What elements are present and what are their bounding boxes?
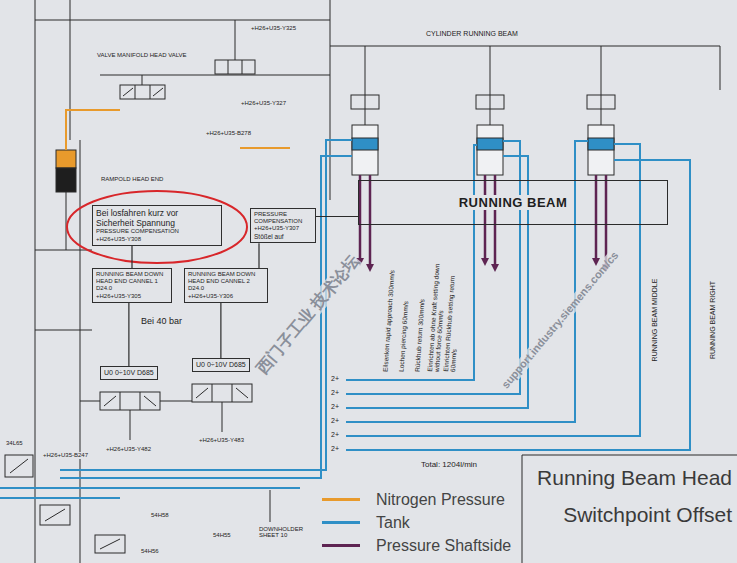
legend-text: Pressure Shaftside	[376, 537, 511, 555]
red-markup-circle	[67, 191, 247, 263]
tank-line	[0, 140, 690, 498]
beam-band: RUNNING BEAM	[358, 180, 668, 225]
device-tag: +H26+U35-B247	[42, 452, 89, 459]
sheet-reference: DOWNHOLDER SHEET 10	[258, 526, 308, 539]
speed-note: Eilsenken rapid approach 300mm/s	[382, 251, 397, 373]
device-tag: +H26+U35-Y482	[105, 446, 152, 453]
cylinder-head	[477, 138, 503, 150]
line-number: 2+	[330, 403, 340, 411]
speed-note: Lochen piercing 60mm/s	[398, 251, 413, 373]
device-tag: +H26+U35-Y325	[250, 25, 297, 32]
note: Bei 40 bar	[140, 316, 183, 326]
cylinder	[352, 125, 378, 175]
connector	[128, 303, 129, 366]
node-detail: +H26+U35-Y307	[254, 225, 312, 232]
legend-swatch	[322, 544, 360, 547]
flow-arrow	[481, 258, 489, 266]
node-label: RUNNING BEAM DOWN HEAD END CANNEL 1 D24.…	[96, 271, 168, 293]
signal-box: U0 0÷10V D685	[192, 358, 250, 372]
flow-arrow	[491, 264, 499, 272]
signal-box: U0 0÷10V D685	[100, 366, 158, 380]
valve-symbol	[215, 60, 255, 74]
legend-row: Pressure Shaftside	[322, 534, 511, 557]
connector	[258, 243, 259, 268]
group-title: CYLINDER RUNNING BEAM	[425, 30, 519, 38]
legend-row: Tank	[322, 511, 511, 534]
accumulator-gas	[56, 150, 76, 168]
line-caption: RUNNING BEAM RIGHT	[709, 280, 717, 360]
line-number: 2+	[330, 375, 340, 383]
watermark: 西门子工业 技术论坛	[253, 251, 364, 378]
cylinder	[588, 125, 614, 175]
device-tag: +H26+U35-Y327	[240, 100, 287, 107]
accumulator-oil	[56, 168, 76, 192]
title-frame	[522, 455, 737, 563]
group-title: RAMPOLD HEAD END	[100, 176, 164, 183]
node-label: Bei losfahren kurz vor Sicherheit Spannu…	[96, 208, 218, 228]
valve-arrows	[10, 60, 601, 549]
nitrogen-line	[66, 110, 290, 150]
group-title: VALVE MANIFOLD HEAD VALVE	[96, 52, 188, 59]
line-number: 2+	[330, 445, 340, 453]
valve-box: RUNNING BEAM DOWN HEAD END CANNEL 2 D24.…	[184, 268, 268, 303]
node-label: U0 0÷10V D685	[196, 361, 246, 369]
flow-arrow	[366, 264, 374, 272]
node-label: RUNNING BEAM	[456, 195, 571, 211]
device-tag: 34L65	[5, 440, 24, 447]
node-detail: +H26+U35-Y308	[96, 236, 218, 243]
line-number: 2+	[330, 431, 340, 439]
legend-text: Tank	[376, 514, 410, 532]
watermark: support.industry.siemens.com/cs	[498, 248, 621, 391]
device-tag: 54H58	[150, 512, 170, 519]
line-caption: RUNNING BEAM MIDDLE	[651, 278, 659, 363]
legend-text: Nitrogen Pressure	[376, 491, 505, 509]
node-label: U0 0÷10V D685	[104, 369, 154, 377]
connector	[220, 303, 221, 358]
node-detail: +H26+U35-Y305	[96, 293, 168, 300]
device-tag: 54H55	[212, 532, 232, 539]
cylinder	[477, 125, 503, 175]
flow-total: Total: 1204l/min	[420, 460, 478, 469]
valve-symbol	[100, 392, 160, 410]
connector	[316, 216, 358, 217]
legend-swatch	[322, 498, 360, 501]
connector	[131, 246, 132, 268]
legend-swatch	[322, 521, 360, 524]
legend-row: Nitrogen Pressure	[322, 488, 511, 511]
device-tag: +H26+U35-B278	[205, 130, 252, 137]
line-number: 2+	[330, 417, 340, 425]
node-detail: PRESSURE COMPENSATION	[96, 228, 218, 235]
line-number: 2+	[330, 389, 340, 397]
device-tag: 54H56	[140, 548, 160, 555]
device-tag: +H26+U35-Y483	[198, 437, 245, 444]
cylinder-head	[588, 138, 614, 150]
cylinder-head	[352, 138, 378, 150]
valve-symbol	[192, 384, 252, 402]
node-label: RUNNING BEAM DOWN HEAD END CANNEL 2 D24.…	[188, 271, 264, 293]
accumulator	[56, 150, 76, 192]
valve-box: PRESSURE COMPENSATION+H26+U35-Y307Stößel…	[250, 208, 316, 243]
sheet-title: Running Beam Head Switchpoint Offset	[528, 460, 732, 534]
legend: Nitrogen PressureTankPressure Shaftside	[322, 488, 511, 557]
node-label: PRESSURE COMPENSATION	[254, 211, 312, 225]
node-detail: +H26+U35-Y306	[188, 293, 264, 300]
valve-box: RUNNING BEAM DOWN HEAD END CANNEL 1 D24.…	[92, 268, 172, 303]
node-detail: Stößel auf	[254, 233, 312, 241]
valve-box: Bei losfahren kurz vor Sicherheit Spannu…	[92, 205, 222, 246]
